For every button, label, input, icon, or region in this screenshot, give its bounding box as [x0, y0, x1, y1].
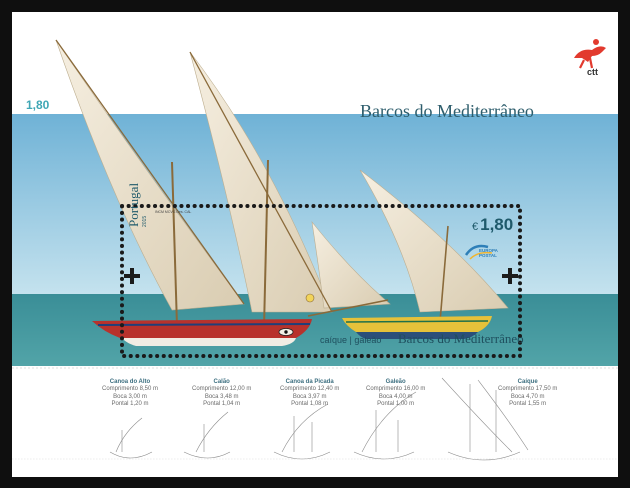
europa-postal-logo: [464, 244, 493, 260]
mast-2: [263, 159, 269, 329]
cross-icon: [124, 268, 140, 284]
stamp-currency: €: [472, 221, 479, 233]
boat-info-calao: Calão Comprimento 12,00 m Boca 3,48 m Po…: [192, 379, 252, 407]
cross-icon: [502, 268, 518, 284]
boat-info-canoa-do-alto: Canoa do Alto Comprimento 8,50 m Boca 3,…: [102, 379, 159, 407]
stamp-price-value: 1,80: [480, 215, 514, 234]
stamp-country: Portugal: [126, 182, 141, 227]
mast-3: [439, 225, 449, 323]
bowsprit: [307, 299, 389, 317]
sail-right: [359, 169, 509, 313]
sail-jib: [311, 220, 391, 309]
stamp-perforation-frame: [120, 204, 522, 358]
ctt-logo-text: ctt: [587, 67, 598, 77]
boat-info-caique: Caíque Comprimento 17,50 m Boca 4,70 m P…: [498, 379, 558, 407]
souvenir-sheet: 1,80 Barcos do Mediterrâneo ctt Portugal…: [12, 12, 618, 477]
hull-red: [92, 319, 312, 338]
stamp-title: Barcos do Mediterrâneo: [398, 331, 524, 346]
hull-red-stripe: [97, 323, 311, 326]
sheet-title: Barcos do Mediterrâneo: [360, 101, 534, 121]
hull-yellow-stripe: [345, 320, 489, 323]
stamp-caption: caíque | galeão: [320, 335, 382, 345]
stamp-fine-print: INCM MCVG Des. CAL: [155, 210, 192, 214]
hull-yellow: [342, 316, 492, 332]
yard-1: [55, 39, 245, 305]
boat-info-canoa-da-picada: Canoa da Picada Comprimento 12,40 m Boca…: [280, 379, 340, 407]
yard-2: [189, 51, 333, 313]
sheet-price: 1,80: [26, 98, 50, 112]
lantern: [305, 293, 315, 303]
hull-red-bottom: [122, 338, 296, 346]
mast-1: [171, 161, 178, 327]
boat-info-galeao: Galeão Comprimento 16,00 m Boca 4,00 m P…: [366, 379, 426, 407]
stamp-price: €1,80: [472, 215, 513, 235]
technical-drawings: [12, 377, 618, 461]
stamp-year: 2015: [142, 215, 148, 227]
sheet-illustration: [12, 39, 618, 461]
ctt-horse-logo: [574, 39, 606, 69]
